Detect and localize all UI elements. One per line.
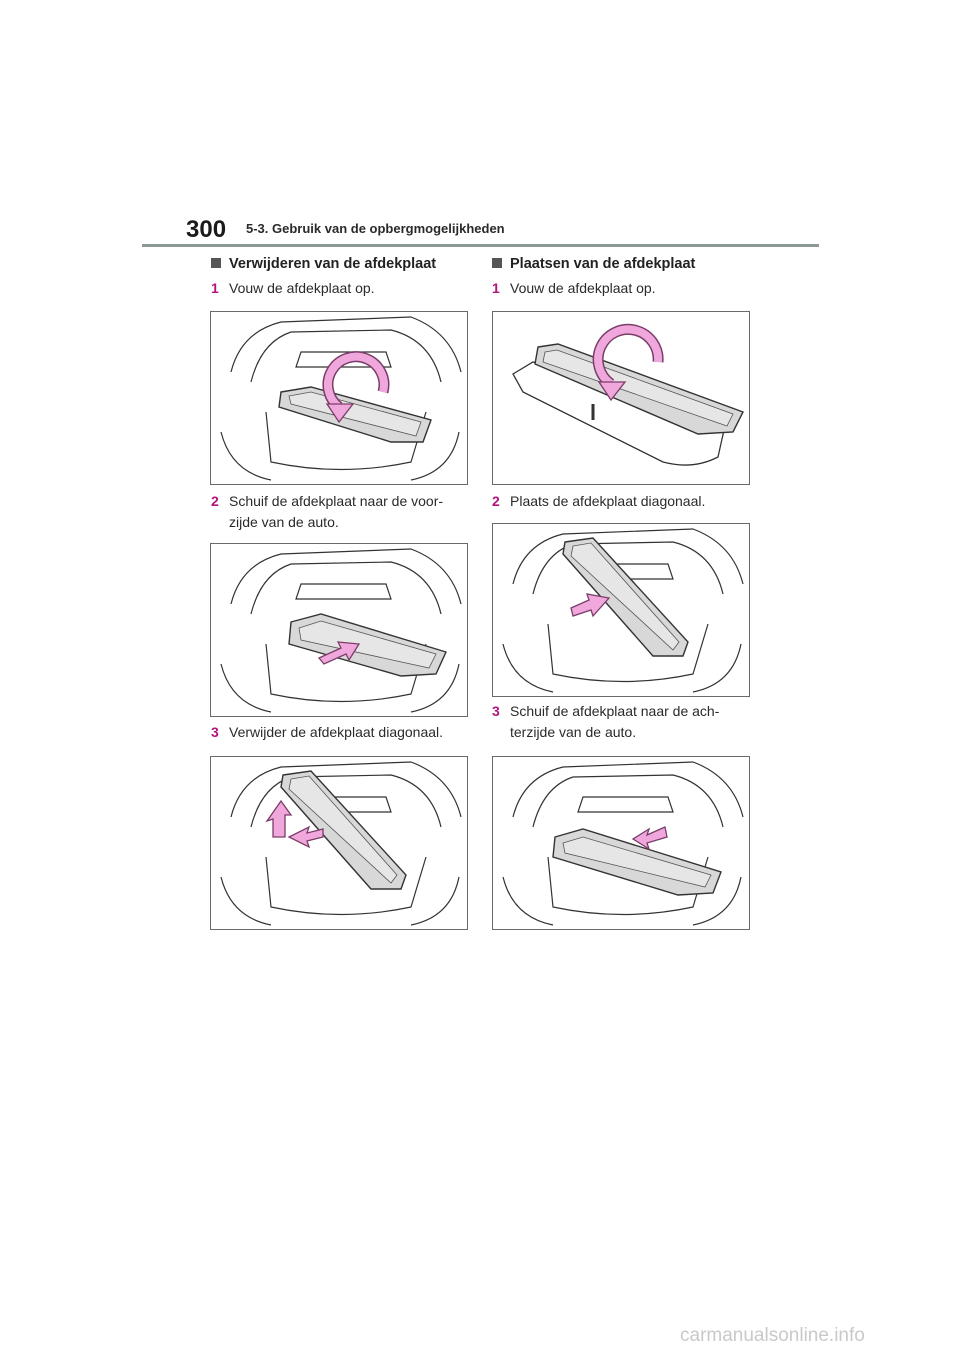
step-number: 3: [211, 724, 219, 740]
step-number: 2: [211, 493, 219, 509]
trunk-illustration: [502, 528, 744, 693]
right-section-heading: Plaatsen van de afdekplaat: [492, 256, 695, 272]
step-text: Vouw de afdekplaat op.: [510, 280, 656, 296]
trunk-illustration: [220, 761, 462, 926]
step-text: Vouw de afdekplaat op.: [229, 280, 375, 296]
figure-install-diagonal: [492, 523, 750, 697]
square-bullet-icon: [492, 258, 502, 268]
trunk-illustration: [220, 548, 462, 713]
step-number: 1: [492, 280, 500, 296]
step-text: Schuif de afdekplaat naar de ach-terzijd…: [510, 703, 720, 740]
figure-install-fold: [492, 311, 750, 485]
square-bullet-icon: [211, 258, 221, 268]
step-text: Plaats de afdekplaat diagonaal.: [510, 493, 706, 509]
right-step-1: 1 Vouw de afdekplaat op.: [492, 278, 752, 299]
step-text: Verwijder de afdekplaat diagonaal.: [229, 724, 444, 740]
trunk-illustration: [220, 316, 462, 481]
figure-remove-slide: [210, 543, 468, 717]
trunk-illustration: [502, 761, 744, 926]
cover-illustration: [512, 323, 744, 466]
chapter-title: 5-3. Gebruik van de opbergmogelijkheden: [246, 221, 505, 236]
left-step-1: 1 Vouw de afdekplaat op.: [211, 278, 471, 299]
step-number: 3: [492, 703, 500, 719]
left-step-2: 2 Schuif de afdekplaat naar de voor-zijd…: [211, 491, 471, 533]
page-number: 300: [186, 216, 227, 243]
left-step-3: 3 Verwijder de afdekplaat diagonaal.: [211, 722, 471, 743]
step-number: 1: [211, 280, 219, 296]
right-step-3: 3 Schuif de afdekplaat naar de ach-terzi…: [492, 701, 752, 743]
left-section-heading: Verwijderen van de afdekplaat: [211, 256, 436, 272]
watermark: carmanualsonline.info: [680, 1325, 865, 1346]
header-rule: [142, 244, 819, 247]
figure-remove-diagonal: [210, 756, 468, 930]
step-number: 2: [492, 493, 500, 509]
figure-remove-fold: [210, 311, 468, 485]
right-step-2: 2 Plaats de afdekplaat diagonaal.: [492, 491, 752, 512]
step-text: Schuif de afdekplaat naar de voor-zijde …: [229, 493, 444, 530]
figure-install-slide: [492, 756, 750, 930]
